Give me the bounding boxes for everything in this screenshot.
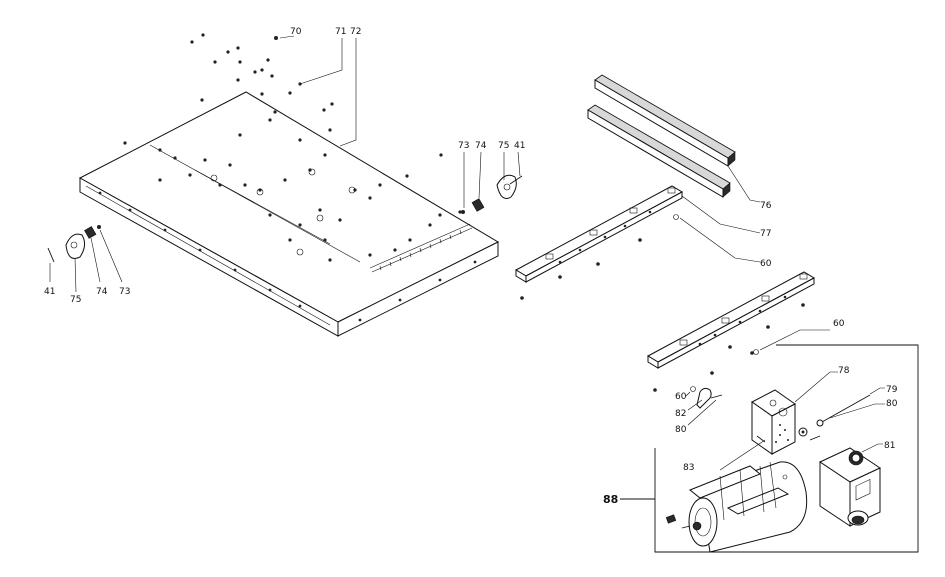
- callout-70: 70: [290, 27, 302, 37]
- callout-41b: 41: [44, 287, 55, 297]
- bracket-lower: [646, 271, 830, 392]
- callout-73b: 73: [119, 287, 130, 297]
- callout-73a: 73: [458, 141, 469, 151]
- table-top: [78, 91, 500, 337]
- leaders-top: [279, 35, 357, 147]
- callout-72: 72: [350, 27, 361, 37]
- callout-79: 79: [886, 385, 898, 395]
- callout-74a: 74: [475, 141, 487, 151]
- callout-78: 78: [838, 366, 850, 376]
- callout-80b: 80: [886, 399, 898, 409]
- bolt-79-80: [798, 387, 885, 441]
- left-fittings: [47, 225, 123, 293]
- callout-76: 76: [760, 201, 772, 211]
- callout-60c: 60: [675, 392, 687, 402]
- callout-41a: 41: [514, 141, 525, 151]
- callout-71: 71: [335, 27, 346, 37]
- screws-70-71: [123, 33, 443, 200]
- callout-75b: 75: [70, 295, 81, 305]
- callout-77: 77: [760, 229, 771, 239]
- callout-74b: 74: [96, 287, 108, 297]
- bracket-77: [514, 185, 761, 300]
- motor-bracket-78: [719, 371, 838, 471]
- motor: [665, 461, 808, 553]
- callout-81: 81: [884, 441, 895, 451]
- callout-88: 88: [603, 493, 618, 506]
- right-fittings: [461, 151, 523, 214]
- callout-80a: 80: [675, 425, 687, 435]
- rails-76: [587, 74, 761, 203]
- callout-75a: 75: [498, 141, 509, 151]
- callout-60b: 60: [833, 319, 845, 329]
- callout-60a: 60: [760, 259, 772, 269]
- callout-83: 83: [683, 463, 694, 473]
- callout-82: 82: [675, 409, 686, 419]
- motor-assembly-frame: [620, 344, 919, 553]
- clamp-parts: [685, 386, 723, 426]
- switch-box-81: [818, 443, 883, 527]
